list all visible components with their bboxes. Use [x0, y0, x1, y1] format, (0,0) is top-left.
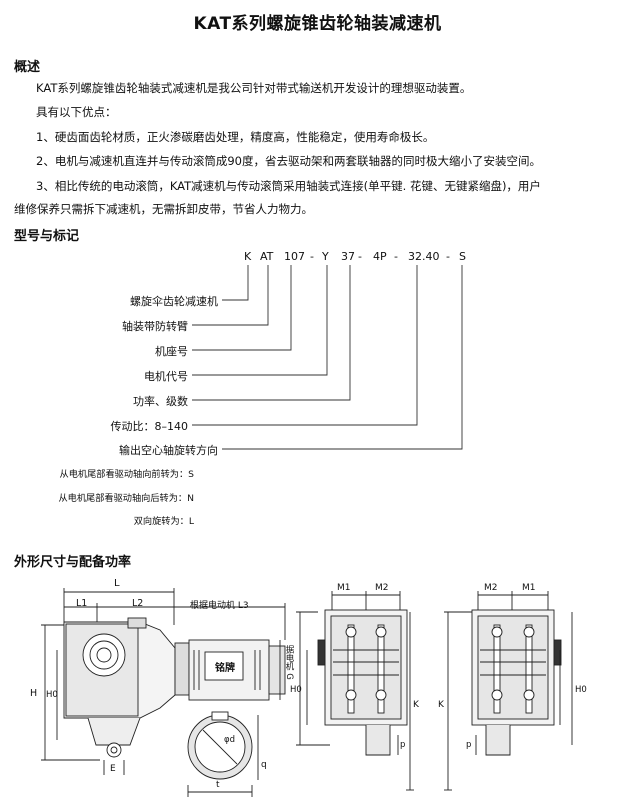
code-part-poles: 4P [373, 250, 387, 263]
label-gear-type: 螺旋伞齿轮减速机 [130, 295, 218, 308]
model-heading: 型号与标记 [14, 229, 80, 244]
dim-label-h0: H0 [46, 690, 58, 700]
label-motor-code: 电机代号 [144, 370, 188, 383]
dim-label-m1-mid: M1 [337, 583, 351, 593]
label-frame-size: 机座号 [155, 345, 188, 358]
code-part-power: 37 [341, 250, 355, 263]
dim-label-e: E [110, 764, 116, 774]
overview-heading: 概述 [14, 60, 41, 75]
code-part-size: 107 [284, 250, 305, 263]
code-part-k: K [244, 250, 252, 263]
dim-label-l1: L1 [76, 598, 88, 609]
dimensions-heading: 外形尺寸与配备功率 [14, 555, 132, 570]
advantage-point-3-cont: 维修保养只需拆下减速机，无需拆卸皮带，节省人力物力。 [14, 202, 313, 216]
dim-label-g: 据电机 G [284, 645, 294, 680]
label-shaft-mount: 轴装带防转臂 [122, 320, 188, 333]
note-direction-s: 从电机尾部看驱动轴向前转为：S [59, 469, 194, 480]
dim-label-k-mid: K [413, 700, 419, 710]
note-direction-l: 双向旋转为：L [133, 516, 194, 527]
code-part-at: AT [260, 250, 274, 263]
advantage-point-2: 2、电机与减速机直连并与传动滚筒成90度，省去驱动架和两套联轴器的同时极大缩小了… [36, 154, 541, 168]
code-sep-4: - [446, 250, 450, 263]
dim-label-q: q [261, 760, 267, 770]
dim-label-p-mid: p [400, 740, 406, 750]
advantages-heading: 具有以下优点： [36, 105, 117, 119]
dim-label-l: L [114, 578, 120, 589]
dim-label-k-right: K [438, 700, 444, 710]
motor-nameplate: 铭牌 [215, 663, 235, 674]
dim-label-l2: L2 [132, 598, 144, 609]
dim-label-h0-mid: H0 [290, 685, 302, 695]
dim-label-h: H [30, 688, 38, 699]
page-title: KAT系列螺旋锥齿轮轴装减速机 [193, 14, 442, 34]
overview-intro: KAT系列螺旋锥齿轮轴装式减速机是我公司针对带式输送机开发设计的理想驱动装置。 [36, 81, 472, 95]
label-ratio: 传动比：8–140 [110, 420, 189, 433]
code-part-ratio: 32.40 [408, 250, 440, 263]
code-part-motor: Y [322, 250, 329, 263]
code-sep-1: - [310, 250, 314, 263]
code-sep-3: - [394, 250, 398, 263]
dim-label-h0-right: H0 [575, 685, 587, 695]
dim-label-t: t [216, 780, 220, 790]
code-sep-2: - [358, 250, 362, 263]
label-output-direction: 输出空心轴旋转方向 [119, 444, 218, 457]
label-power-poles: 功率、级数 [133, 395, 188, 408]
dim-label-m1-right: M1 [522, 583, 536, 593]
code-part-direction: S [459, 250, 466, 263]
dim-label-m2-mid: M2 [375, 583, 389, 593]
dim-label-l3: 根据电动机 L3 [190, 601, 249, 611]
note-direction-n: 从电机尾部看驱动轴向后转为：N [58, 493, 195, 504]
advantage-point-1: 1、硬齿面齿轮材质，正火渗碳磨齿处理，精度高，性能稳定，使用寿命极长。 [36, 130, 435, 144]
dim-label-d: φd [224, 735, 236, 745]
dim-label-m2-right: M2 [484, 583, 498, 593]
dim-label-p-right: p [466, 740, 472, 750]
advantage-point-3: 3、相比传统的电动滚筒，KAT减速机与传动滚筒采用轴装式连接(单平键. 花键、无… [36, 179, 541, 193]
